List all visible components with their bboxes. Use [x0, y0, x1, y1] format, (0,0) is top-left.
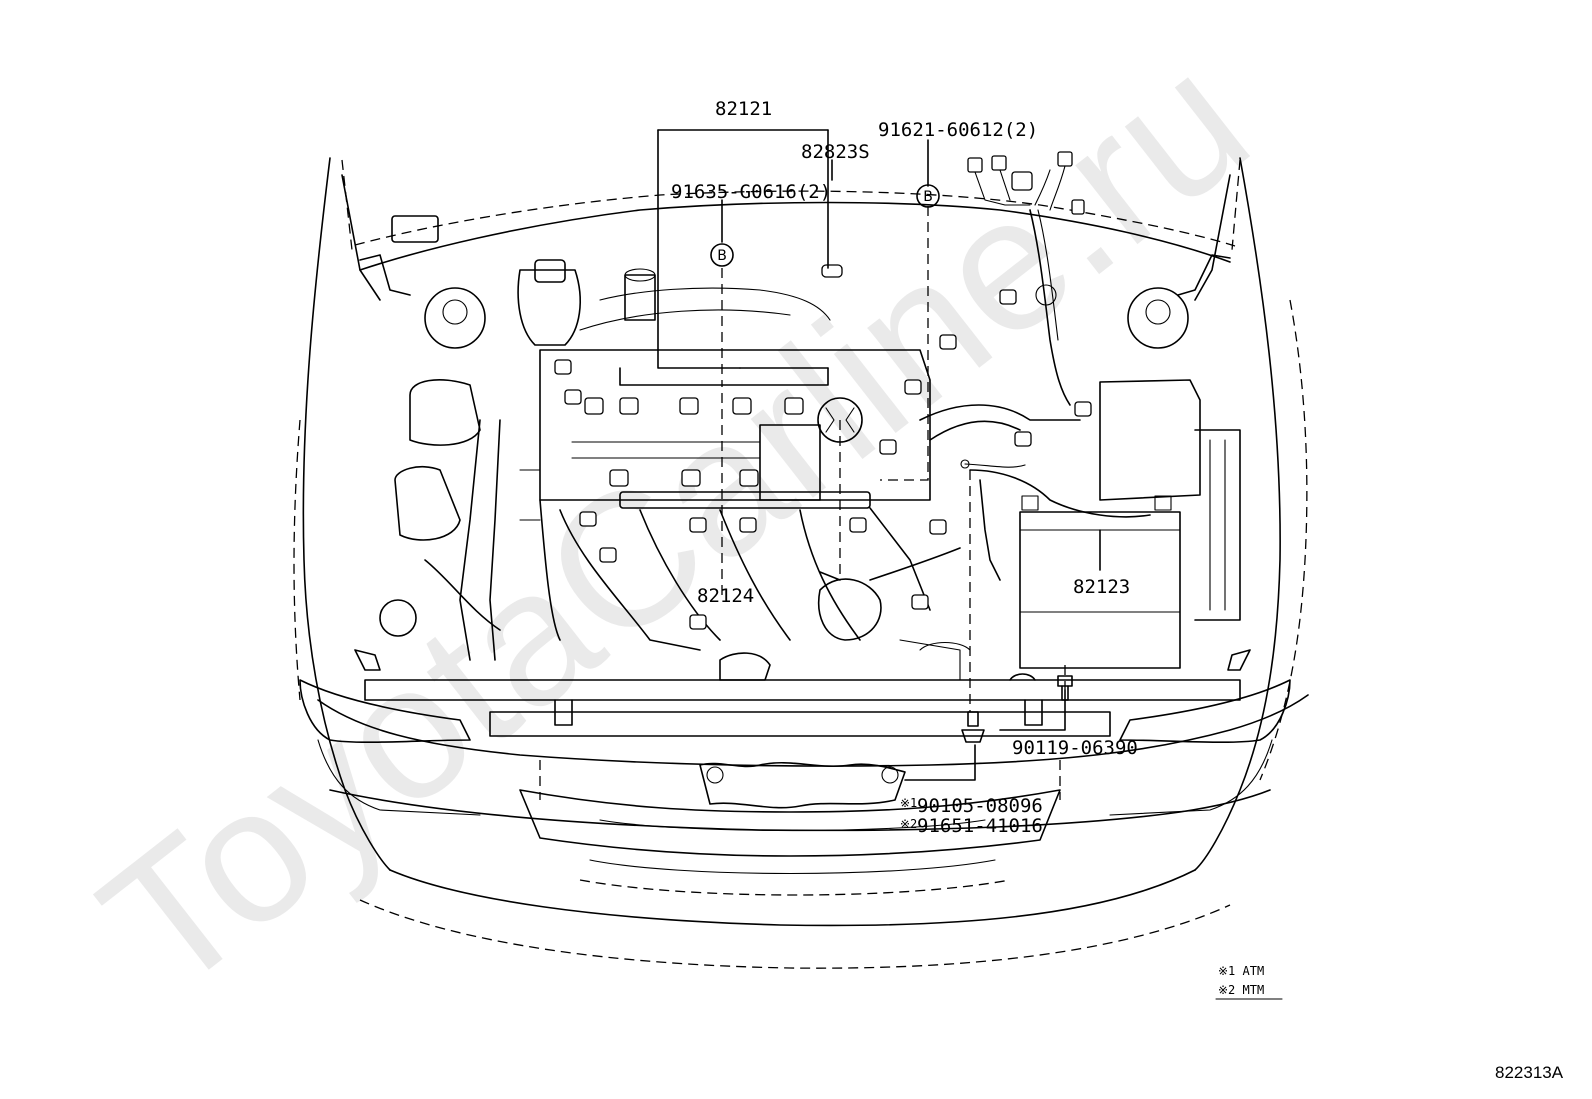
callout-82124[interactable]: 82124 — [697, 585, 754, 607]
callout-82823s[interactable]: 82823S — [801, 141, 870, 163]
car-body — [293, 157, 1309, 969]
reference-code: 822313A — [1495, 1063, 1564, 1082]
svg-text:B: B — [923, 189, 933, 205]
watermark-text: ToyotaCarline.ru — [65, 14, 1286, 1033]
b-marker-left: B — [710, 243, 734, 267]
ignition-coil-boots — [554, 264, 1092, 630]
engine-bay — [354, 151, 1251, 681]
callout-91621-60612[interactable]: 91621-60612(2) — [878, 119, 1038, 141]
note-mark-1: ※1 — [900, 796, 917, 810]
callout-82123[interactable]: 82123 — [1073, 576, 1130, 598]
callout-90119-06390[interactable]: 90119-06390 — [1012, 737, 1138, 759]
bolt-icon-90119 — [1057, 675, 1073, 701]
note-mark-2: ※2 — [900, 817, 917, 831]
leader-lines — [619, 129, 1101, 781]
callout-90105-08096[interactable]: 90105-08096 — [917, 795, 1043, 817]
legend: ※1 ATM ※2 MTM — [1215, 964, 1283, 1000]
bolt-icon-90105 — [961, 711, 985, 743]
callout-91651-41016[interactable]: 91651-41016 — [917, 815, 1043, 837]
b-marker-right: B — [916, 184, 940, 208]
legend-atm: ※1 ATM — [1218, 964, 1264, 978]
svg-text:B: B — [717, 248, 727, 264]
callout-82121[interactable]: 82121 — [715, 98, 772, 120]
callout-91635-g0616[interactable]: 91635-G0616(2) — [671, 181, 831, 203]
legend-mtm: ※2 MTM — [1218, 983, 1264, 997]
